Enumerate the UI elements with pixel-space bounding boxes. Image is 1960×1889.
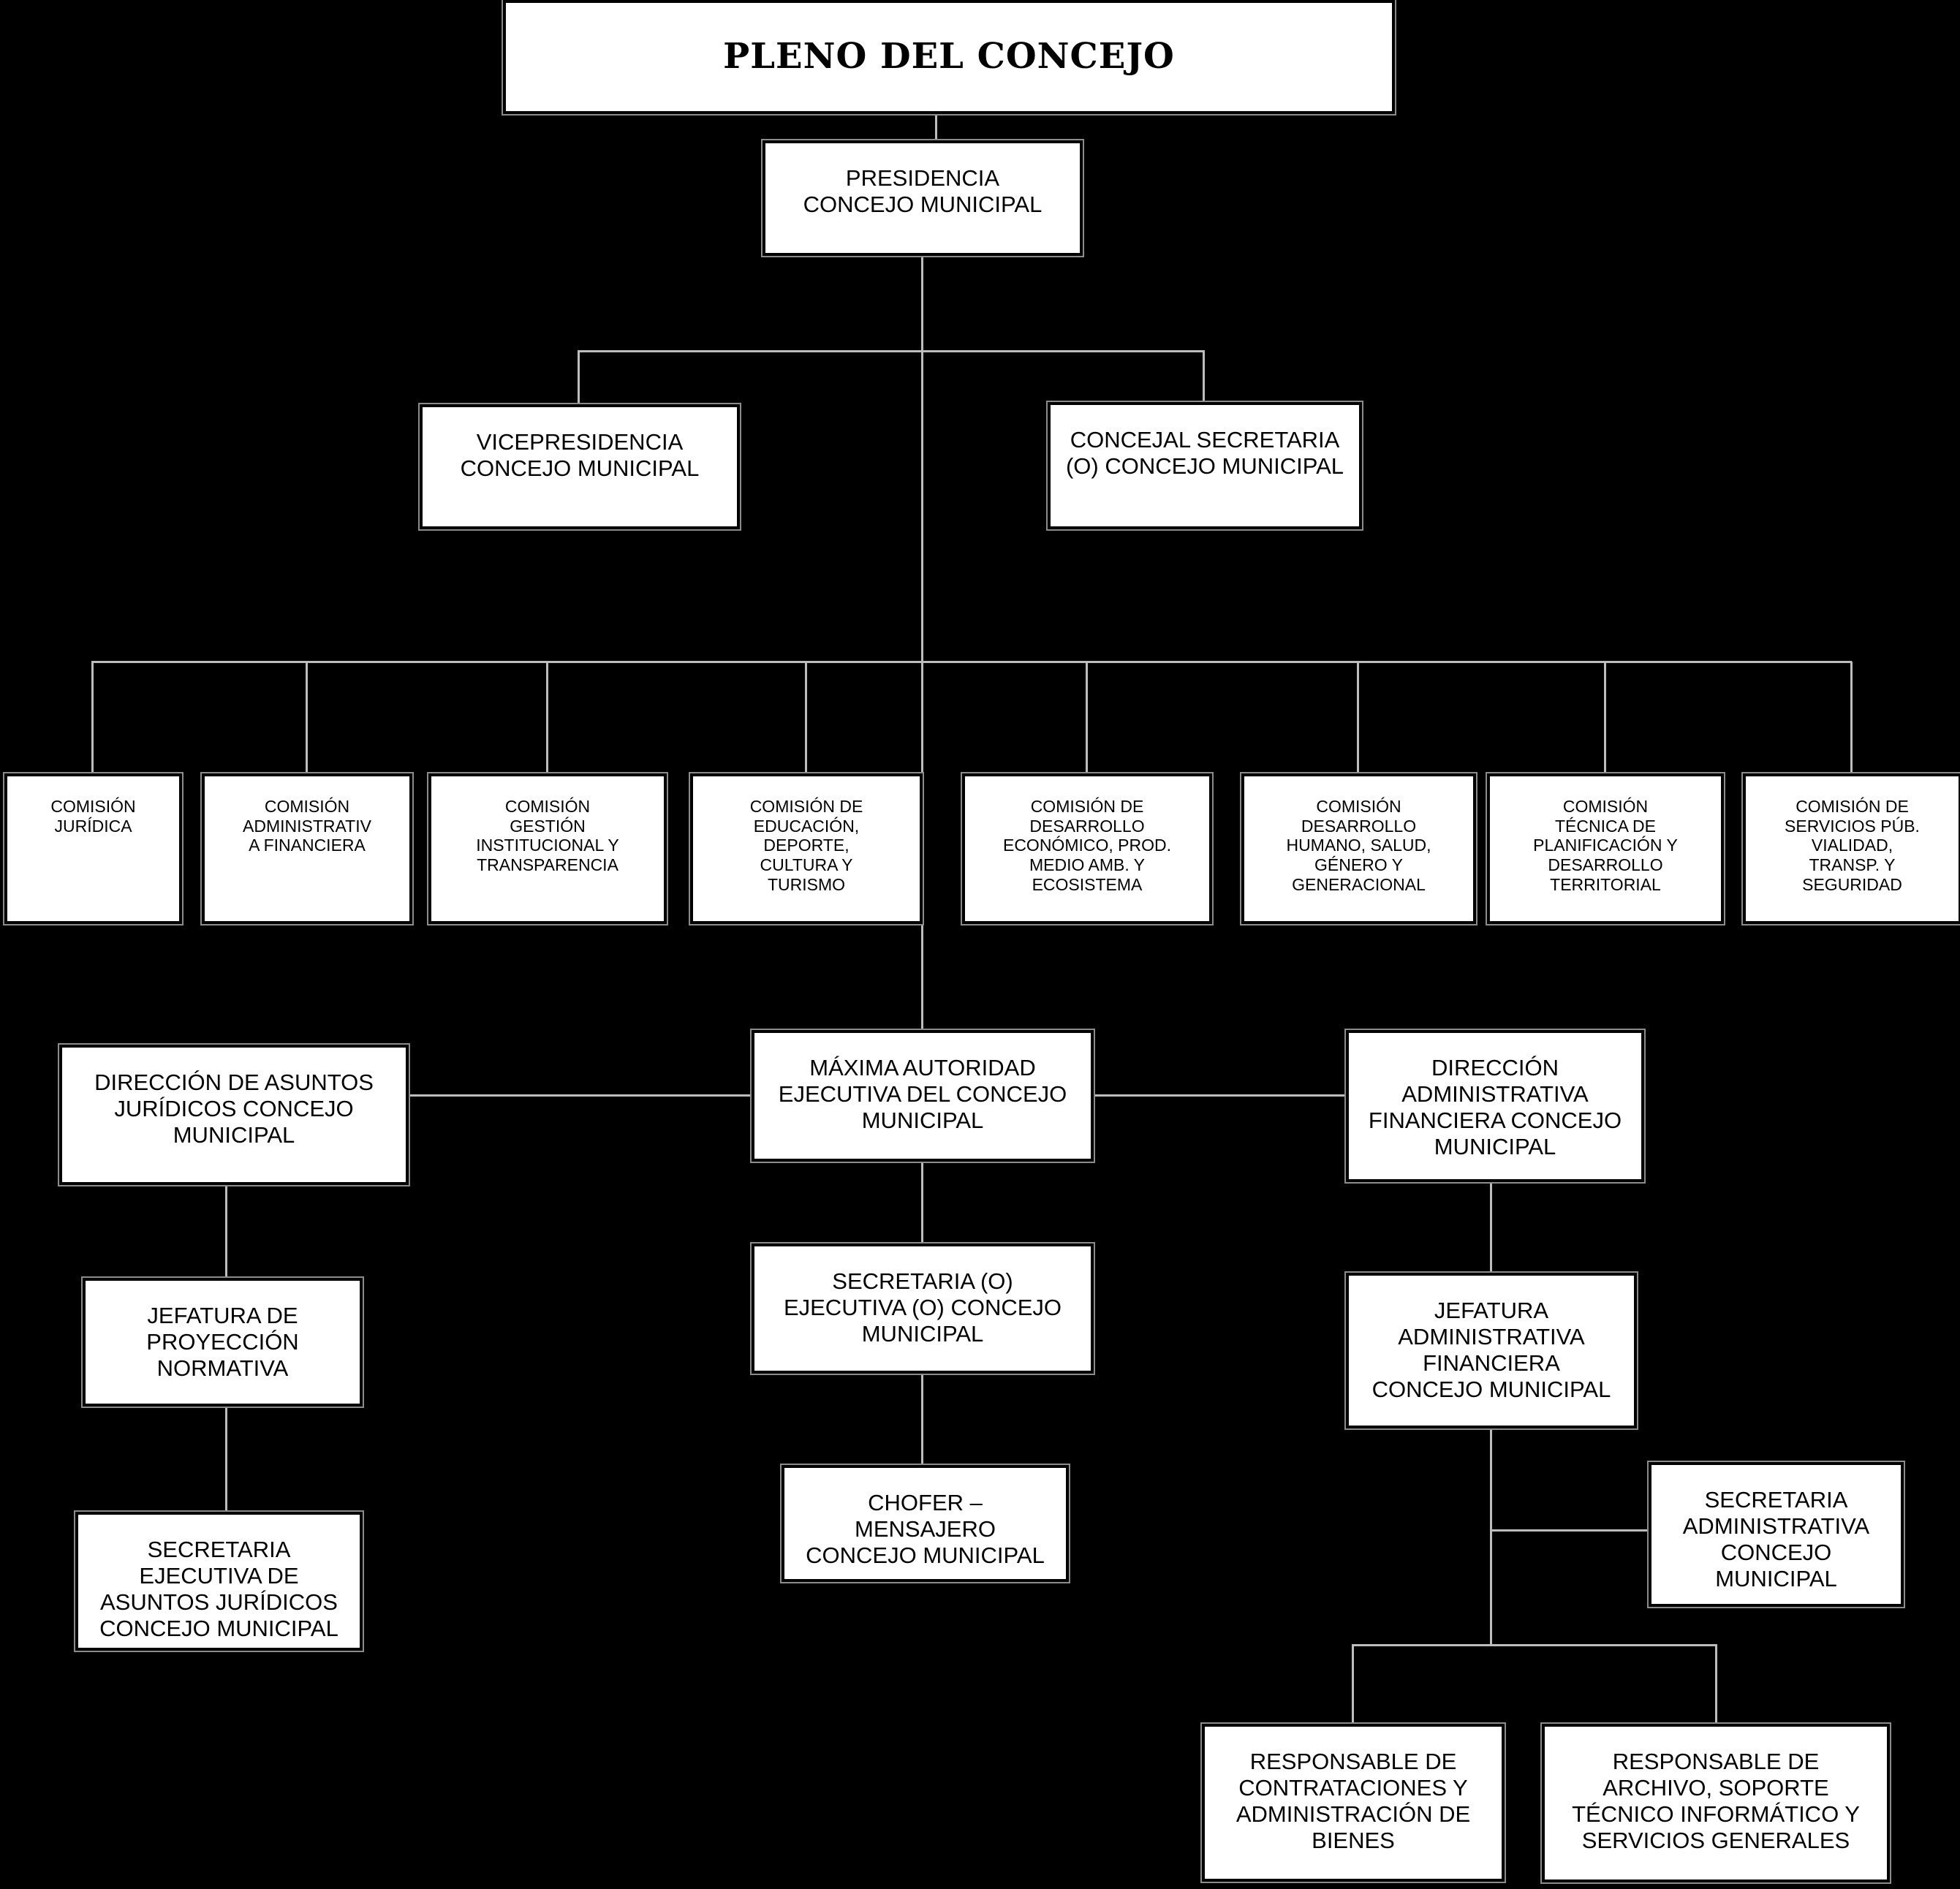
drop-resp-archivo	[1715, 1645, 1717, 1727]
drop-comision-servicios	[1850, 662, 1853, 777]
branch-comisiones	[91, 661, 1852, 663]
drop-comision-admin-financiera	[306, 662, 308, 777]
drop-vicepresidencia	[578, 351, 580, 409]
drop-comision-tecnica	[1604, 662, 1606, 777]
connector-jefadmin-down	[1490, 1426, 1492, 1646]
drop-resp-contrataciones	[1352, 1645, 1354, 1727]
drop-comision-juridica	[91, 662, 94, 777]
drop-comision-desarrollo-economico	[1086, 662, 1088, 777]
connector-dirjuridicos-maxima	[406, 1094, 755, 1097]
drop-comision-desarrollo-humano	[1357, 662, 1359, 777]
node-pleno-del-concejo: PLENO DEL CONCEJO	[506, 3, 1392, 111]
connector-maxima-secejecutiva	[921, 1159, 923, 1247]
drop-comision-gestion	[546, 662, 548, 777]
connector-pleno-presidencia	[935, 111, 937, 145]
connector-dirjuridicos-jefproyeccion	[225, 1182, 227, 1282]
connector-maxima-diradmin	[1091, 1094, 1350, 1097]
connector-jefproyeccion-secjuridicos	[225, 1404, 227, 1515]
branch-presidencia-top	[578, 350, 1205, 352]
branch-responsables	[1352, 1644, 1717, 1646]
connector-secejecutiva-chofer	[921, 1371, 923, 1469]
drop-concejal-secretaria	[1203, 351, 1205, 406]
connector-diradmin-jefadmin	[1490, 1179, 1492, 1276]
node-concejal-secretaria: CONCEJAL SECRETARIA(O) CONCEJO MUNICIPAL	[1051, 405, 1359, 526]
drop-comision-educacion	[805, 662, 807, 777]
connector-trunk-presidencia-maxima	[921, 253, 923, 1034]
connector-jefadmin-secadmin	[1491, 1529, 1652, 1532]
